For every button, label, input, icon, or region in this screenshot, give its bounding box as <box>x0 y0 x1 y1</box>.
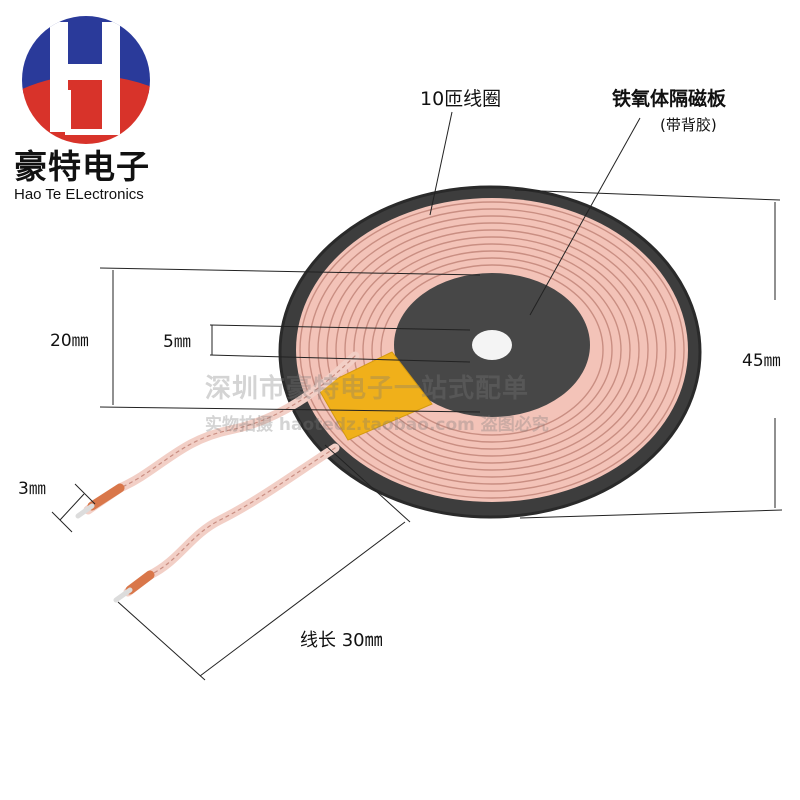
brand-name-en: Hao Te ELectronics <box>14 186 144 203</box>
label-inner-diameter: 20㎜ <box>50 331 89 351</box>
label-wire-length: 线长 30㎜ <box>300 630 383 651</box>
ferrite-edge <box>278 185 702 519</box>
label-adhesive: (带背胶) <box>660 116 717 134</box>
label-lead-tip: 3㎜ <box>18 479 46 499</box>
watermark-line-1: 深圳市豪特电子一站式配单 <box>205 374 530 404</box>
kapton-tape <box>317 351 433 441</box>
dimension-lines <box>51 111 783 681</box>
center-hole <box>472 330 512 360</box>
label-ferrite-plate: 铁氧体隔磁板 <box>612 88 727 110</box>
label-outer-diameter: 45㎜ <box>742 351 781 371</box>
watermark-line-2: 实物拍摄 haotedz.taobao.com 盗图必究 <box>205 415 549 435</box>
brand-logo <box>22 16 150 144</box>
coil-leads <box>75 351 360 603</box>
brand-name-cn: 豪特电子 <box>14 147 150 186</box>
label-coil-turns: 10匝线圈 <box>420 88 502 110</box>
label-hole-diameter: 5㎜ <box>163 332 191 352</box>
